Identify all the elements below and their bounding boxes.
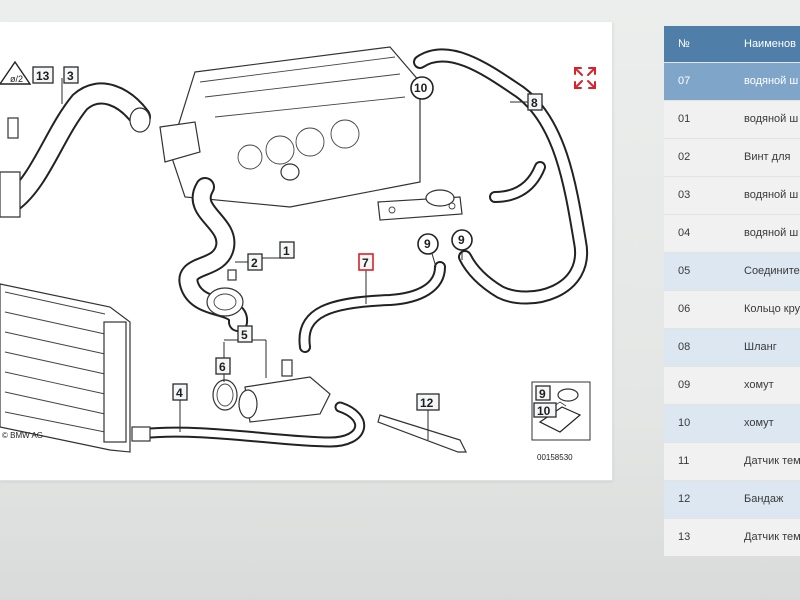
expand-icon[interactable] — [572, 65, 598, 91]
parts-diagram: ø/2 — [0, 46, 591, 462]
row-name: Бандаж — [744, 493, 784, 505]
row-number: 03 — [678, 189, 691, 201]
upper-hose-drawing — [0, 82, 151, 218]
connector-5-drawing — [212, 359, 331, 423]
row-name: хомут — [744, 379, 774, 391]
callout-1[interactable]: 1 — [279, 241, 295, 259]
row-number: 11 — [678, 455, 690, 467]
row-name: Датчик темп — [744, 531, 800, 543]
callout-13[interactable]: 13 — [32, 66, 54, 84]
callout-5[interactable]: 5 — [237, 325, 253, 343]
callout-3[interactable]: 3 — [63, 66, 79, 84]
row-name: водяной ш — [744, 75, 799, 87]
svg-text:13: 13 — [36, 69, 50, 83]
row-number: 01 — [678, 113, 691, 125]
svg-text:9: 9 — [539, 387, 546, 401]
valve-flange-drawing — [377, 189, 463, 221]
header-number: № — [678, 38, 690, 50]
row-name: водяной ш — [744, 189, 799, 201]
parts-diagram-panel: ø/2 — [0, 22, 613, 481]
radiator-drawing — [0, 283, 131, 453]
row-number: 13 — [678, 531, 691, 543]
header-name: Наименов — [744, 38, 796, 50]
table-row[interactable]: 06 Кольцо кру — [664, 290, 800, 328]
row-number: 08 — [678, 341, 691, 353]
table-row[interactable]: 02 Винт для — [664, 138, 800, 176]
table-row[interactable]: 13 Датчик темп — [664, 518, 800, 556]
diagram-reference-number: 00158530 — [537, 453, 573, 462]
table-row[interactable]: 08 Шланг — [664, 328, 800, 366]
callout-7[interactable]: 7 — [358, 253, 374, 271]
callout-12[interactable]: 12 — [416, 393, 440, 411]
row-name: Датчик темп — [744, 455, 800, 467]
table-row[interactable]: 07 водяной ш — [664, 62, 800, 100]
callout-2[interactable]: 2 — [247, 253, 263, 271]
table-row[interactable]: 12 Бандаж — [664, 480, 800, 518]
svg-text:4: 4 — [176, 386, 183, 400]
svg-text:5: 5 — [241, 328, 248, 342]
row-number: 07 — [678, 75, 691, 87]
parts-table: № Наименов 07 водяной ш 01 водяной ш 02 … — [664, 26, 800, 586]
row-number: 02 — [678, 151, 691, 163]
engine-block-drawing — [159, 46, 421, 208]
row-number: 06 — [678, 303, 691, 315]
hose-8-drawing — [413, 48, 589, 305]
svg-text:9: 9 — [424, 237, 431, 251]
svg-text:1: 1 — [283, 244, 290, 258]
row-name: водяной ш — [744, 113, 799, 125]
row-number: 12 — [678, 493, 691, 505]
table-row[interactable]: 05 Соедините — [664, 252, 800, 290]
row-number: 05 — [678, 265, 691, 277]
svg-text:8: 8 — [531, 96, 538, 110]
callout-circle-10[interactable]: 10 — [410, 76, 434, 100]
callout-legend-9[interactable]: 9 — [535, 385, 551, 401]
row-number: 10 — [678, 417, 691, 429]
svg-text:10: 10 — [537, 404, 551, 418]
svg-text:9: 9 — [458, 233, 465, 247]
svg-text:12: 12 — [420, 396, 434, 410]
row-number: 09 — [678, 379, 691, 391]
svg-text:7: 7 — [362, 256, 369, 270]
table-row[interactable]: 03 водяной ш — [664, 176, 800, 214]
row-name: Винт для — [744, 151, 791, 163]
table-header: № Наименов — [664, 26, 800, 62]
copyright-text: © BMW AG — [2, 431, 43, 440]
row-name: Соедините — [744, 265, 800, 277]
svg-text:ø/2: ø/2 — [10, 74, 23, 84]
callout-8[interactable]: 8 — [527, 93, 543, 111]
temperature-sensor-icon: ø/2 — [0, 60, 32, 85]
table-row[interactable]: 09 хомут — [664, 366, 800, 404]
svg-text:3: 3 — [67, 69, 74, 83]
table-row[interactable]: 11 Датчик темп — [664, 442, 800, 480]
strap-12-drawing — [377, 414, 467, 453]
svg-text:2: 2 — [251, 256, 258, 270]
table-row[interactable]: 01 водяной ш — [664, 100, 800, 138]
callout-circle-9-left[interactable]: 9 — [417, 233, 439, 255]
table-row[interactable]: 10 хомут — [664, 404, 800, 442]
table-row[interactable]: 04 водяной ш — [664, 214, 800, 252]
hose-4-drawing — [131, 401, 366, 448]
callout-legend-10[interactable]: 10 — [533, 402, 557, 418]
row-number: 04 — [678, 227, 691, 239]
callout-circle-9-right[interactable]: 9 — [451, 229, 473, 251]
row-name: Шланг — [744, 341, 777, 353]
svg-text:10: 10 — [414, 81, 428, 95]
callout-6[interactable]: 6 — [215, 357, 231, 375]
svg-text:6: 6 — [219, 360, 226, 374]
callout-4[interactable]: 4 — [172, 383, 188, 401]
row-name: хомут — [744, 417, 774, 429]
row-name: водяной ш — [744, 227, 799, 239]
hose-1-drawing — [178, 177, 248, 332]
row-name: Кольцо кру — [744, 303, 800, 315]
hose-7-drawing — [298, 261, 446, 353]
